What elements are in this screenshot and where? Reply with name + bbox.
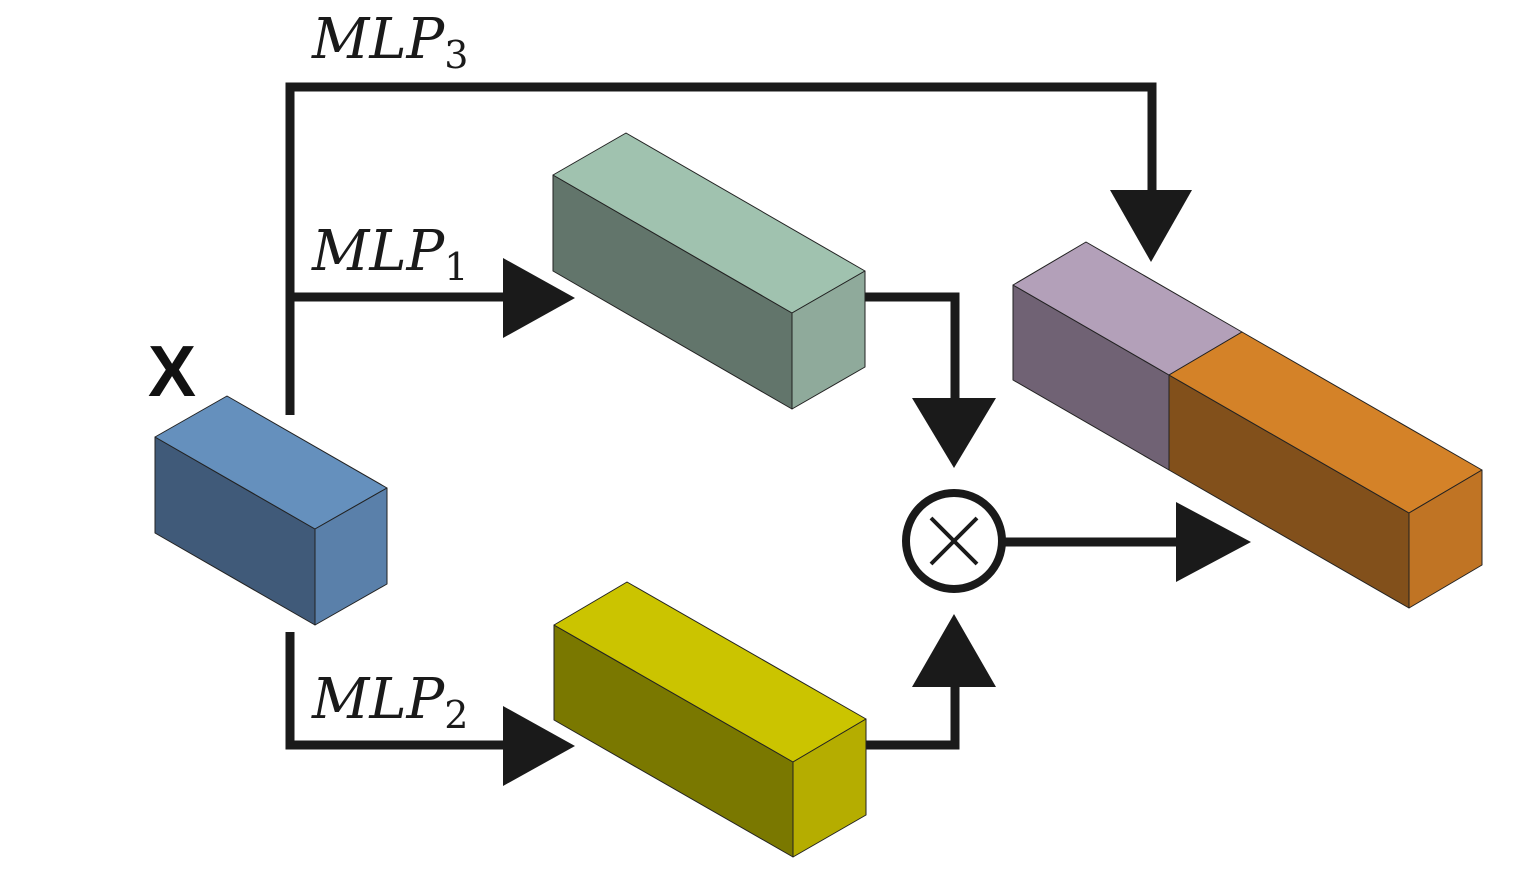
mlp3-path xyxy=(285,82,1157,415)
mlp1-to-multiply-path xyxy=(864,292,960,405)
mlp3-label-base: MLP xyxy=(311,7,446,72)
mlp2-block xyxy=(553,581,867,858)
mlp1-label: MLP1 xyxy=(311,219,468,289)
mlp3-label: MLP3 xyxy=(311,7,468,77)
mlp1-to-multiply-arrowhead xyxy=(912,398,996,468)
mlp1-label-sub: 1 xyxy=(444,245,468,289)
mlp3-label-sub: 3 xyxy=(444,33,468,77)
input-label: X xyxy=(148,332,196,412)
mlp1-label-base: MLP xyxy=(311,219,446,284)
mlp2-path xyxy=(285,632,510,750)
mlp2-label-sub: 2 xyxy=(444,693,468,737)
input-block xyxy=(154,395,388,626)
multiply-icon xyxy=(902,489,1006,593)
mlp2-label: MLP2 xyxy=(311,667,468,737)
mlp1-block xyxy=(552,132,866,410)
mlp2-label-base: MLP xyxy=(311,667,446,732)
output-block xyxy=(1012,241,1483,609)
mlp2-to-multiply-arrowhead xyxy=(912,614,996,687)
mlp3-arrowhead xyxy=(1110,190,1192,262)
mlp2-to-multiply-path xyxy=(864,680,960,750)
mlp2-arrowhead xyxy=(503,706,575,786)
multiply-to-output-arrowhead xyxy=(1176,502,1251,582)
mlp1-arrowhead xyxy=(503,258,575,338)
